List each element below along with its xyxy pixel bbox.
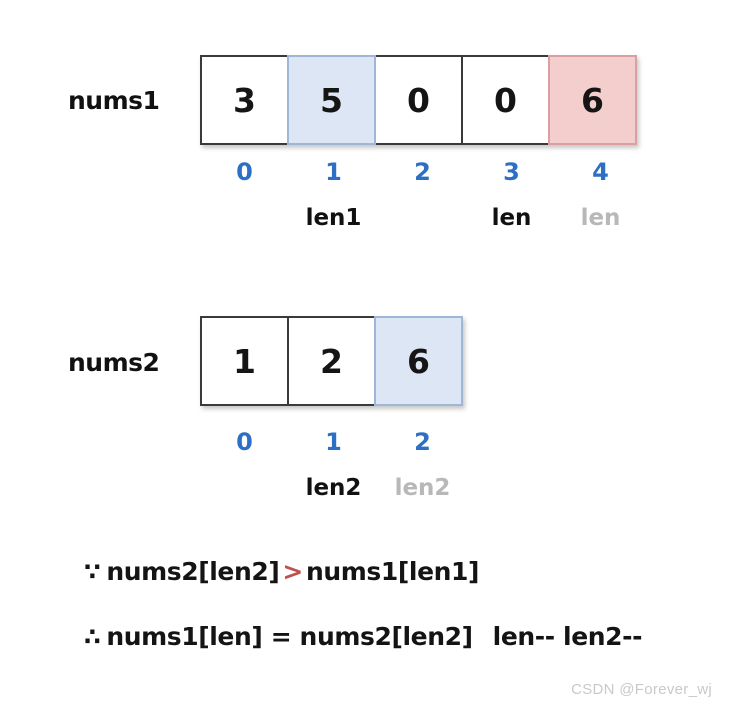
- array-cell[interactable]: 6: [548, 55, 637, 145]
- array-cell[interactable]: 5: [287, 55, 376, 145]
- index-tick: 0: [236, 158, 253, 186]
- index-tick: 1: [325, 428, 342, 456]
- pointer-label-empty: [200, 475, 289, 501]
- pointer-label-empty: [378, 205, 467, 231]
- array-cell[interactable]: 0: [461, 55, 550, 145]
- formula-assignment: nums1[len] = nums2[len2]: [106, 622, 473, 651]
- index-tick: 0: [236, 428, 253, 456]
- greater-than-operator: >: [282, 557, 303, 586]
- formula-right-operand: nums1[len1]: [305, 557, 480, 586]
- array-cells-nums2: 1 2 6: [200, 316, 463, 406]
- array-cell[interactable]: 2: [287, 316, 376, 406]
- pointer-row-nums2: len2 len2: [200, 475, 467, 501]
- index-tick: 3: [503, 158, 520, 186]
- index-tick: 2: [414, 428, 431, 456]
- formula-decrements: len-- len2--: [492, 622, 643, 651]
- pointer-label-len2-previous: len2: [394, 475, 451, 501]
- index-row-nums2: 0 1 2: [200, 428, 467, 456]
- formula-left-operand: nums2[len2]: [106, 557, 280, 586]
- index-tick: 4: [592, 158, 609, 186]
- formula-because: ∵nums2[len2]>nums1[len1]: [84, 557, 479, 586]
- pointer-row-nums1: len1 len len: [200, 205, 645, 231]
- pointer-label-len-previous: len: [580, 205, 621, 231]
- because-symbol: ∵: [84, 558, 101, 586]
- pointer-label-len: len: [491, 205, 532, 231]
- pointer-label-len1: len1: [305, 205, 362, 231]
- array-cell[interactable]: 6: [374, 316, 463, 406]
- index-tick: 1: [325, 158, 342, 186]
- pointer-label-len2: len2: [305, 475, 362, 501]
- watermark: CSDN @Forever_wj: [571, 681, 712, 698]
- array-cell[interactable]: 3: [200, 55, 289, 145]
- array-label-nums1: nums1: [68, 86, 160, 115]
- index-tick: 2: [414, 158, 431, 186]
- therefore-symbol: ∴: [84, 623, 101, 651]
- formula-therefore: ∴nums1[len] = nums2[len2] len-- len2--: [84, 622, 643, 651]
- array-cell[interactable]: 0: [374, 55, 463, 145]
- array-label-nums2: nums2: [68, 348, 160, 377]
- pointer-label-empty: [200, 205, 289, 231]
- index-row-nums1: 0 1 2 3 4: [200, 158, 645, 186]
- array-cells-nums1: 3 5 0 0 6: [200, 55, 637, 145]
- array-cell[interactable]: 1: [200, 316, 289, 406]
